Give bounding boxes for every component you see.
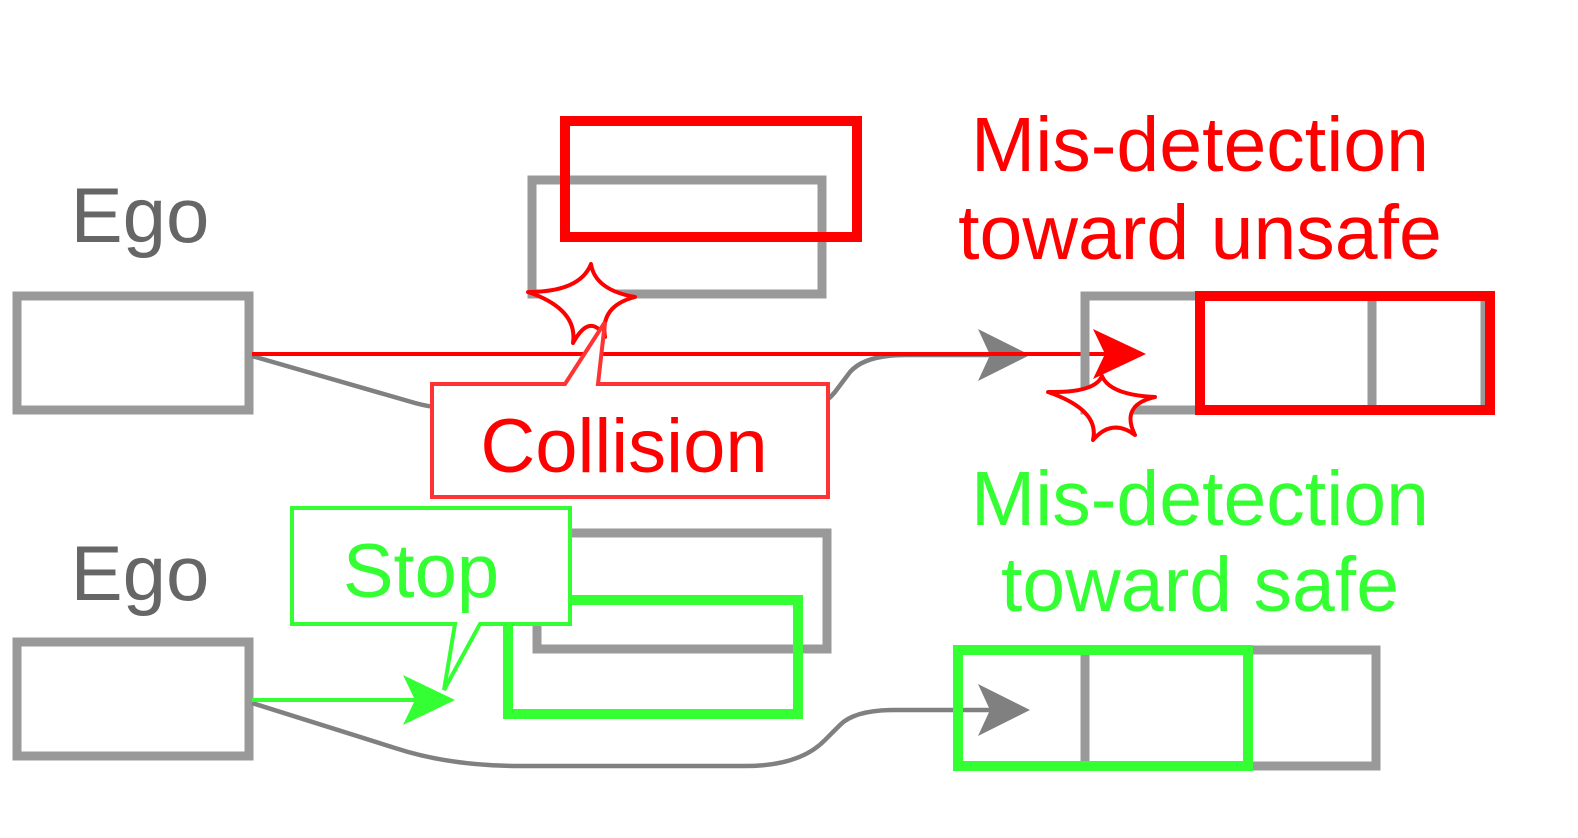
detected-position-top-right xyxy=(1195,291,1495,415)
safe-title-line2: toward safe xyxy=(1001,542,1399,628)
stop-callout xyxy=(290,506,572,691)
actual-position-top-right xyxy=(1080,291,1490,415)
actual-path-arrowhead-bottom xyxy=(978,684,1030,736)
detected-obstacle-top xyxy=(560,116,862,242)
ego-vehicle-top xyxy=(12,291,254,415)
collision-callout xyxy=(430,320,830,499)
ego-label-bottom: Ego xyxy=(71,529,210,617)
safe-title-line1: Mis-detection xyxy=(971,456,1429,542)
unsafe-title-line1: Mis-detection xyxy=(971,102,1429,188)
collision-star-icon xyxy=(526,262,637,345)
unsafe-title-line2: toward unsafe xyxy=(958,190,1442,276)
planned-path-arrowhead-top xyxy=(1093,329,1146,379)
ego-label-top: Ego xyxy=(71,171,210,259)
stop-label: Stop xyxy=(343,529,499,614)
detected-obstacle-bottom xyxy=(503,595,803,719)
detected-position-bottom-right xyxy=(953,645,1253,771)
collision-star-right-icon xyxy=(1046,374,1157,442)
planned-path-arrowhead-bottom xyxy=(403,675,455,725)
ego-vehicle-bottom xyxy=(12,637,254,761)
actual-path-bottom xyxy=(251,700,1000,769)
collision-label: Collision xyxy=(480,404,767,489)
actual-obstacle-bottom xyxy=(532,528,832,654)
